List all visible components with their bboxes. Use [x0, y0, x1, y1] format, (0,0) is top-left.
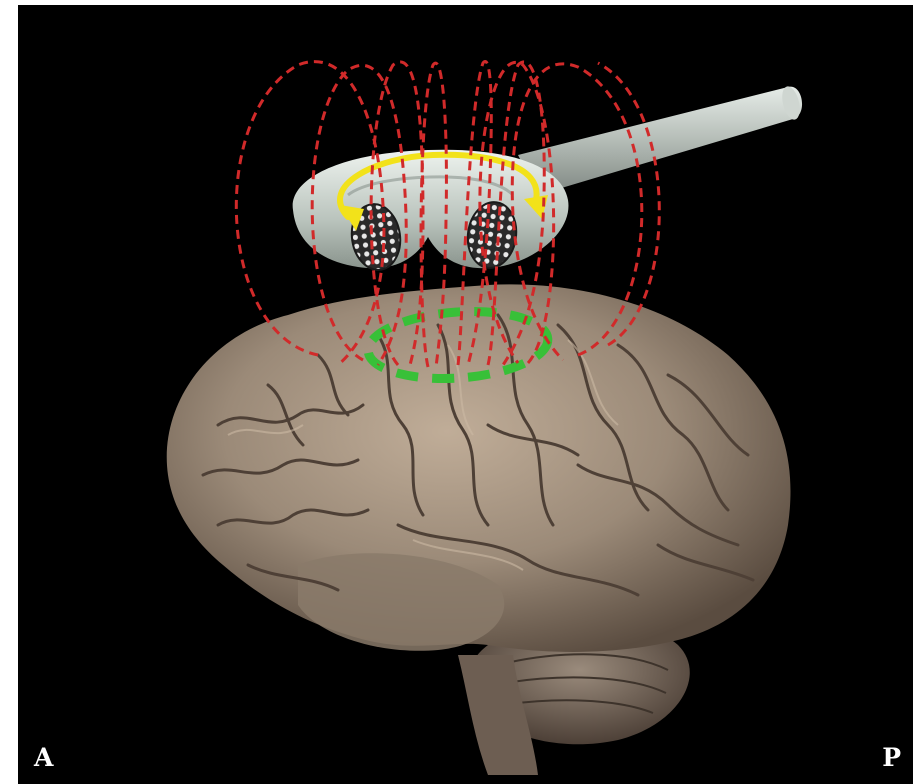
tms-illustration — [18, 5, 913, 784]
posterior-label: P — [882, 745, 901, 770]
anterior-label: A — [34, 745, 53, 770]
brain — [167, 284, 791, 652]
figure-frame: A P — [18, 5, 913, 784]
coil-handle — [518, 85, 803, 195]
tms-figure-coil-icon — [293, 150, 569, 273]
